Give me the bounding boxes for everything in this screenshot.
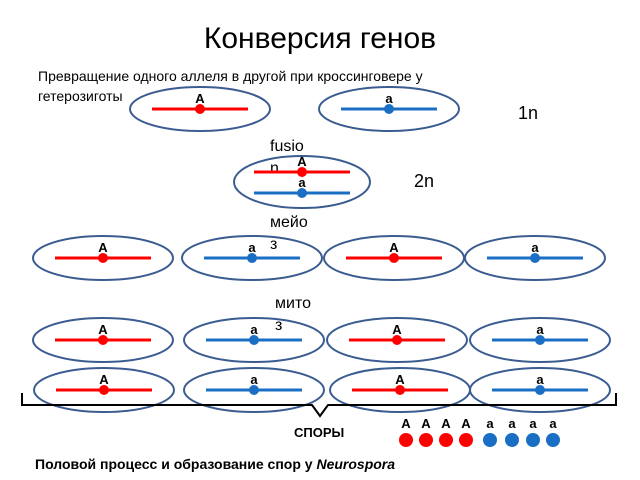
diploid-label: 2n xyxy=(414,171,435,191)
spore-dot xyxy=(419,433,433,447)
recessive-allele-dot xyxy=(297,188,307,198)
cell-ellipse xyxy=(181,235,323,281)
recessive-allele-dot xyxy=(249,385,259,395)
haploid-label: 1n xyxy=(518,103,539,123)
recessive-allele-label: a xyxy=(250,372,258,387)
recessive-allele-label: a xyxy=(250,322,258,337)
recessive-allele-label: a xyxy=(298,175,306,190)
recessive-allele-dot xyxy=(535,385,545,395)
recessive-allele-dot xyxy=(535,335,545,345)
spore-allele-label: A xyxy=(461,416,471,431)
dominant-allele-dot xyxy=(195,104,205,114)
cell-ellipse xyxy=(129,86,271,132)
cell-ellipse xyxy=(464,235,606,281)
spore-dot xyxy=(483,433,497,447)
subtitle: Превращение одного аллеля в другой при к… xyxy=(38,68,423,104)
cell-ellipse xyxy=(32,235,174,281)
spore-allele-label: A xyxy=(441,416,451,431)
spores-label: СПОРЫ xyxy=(294,425,345,440)
spore-allele-label: a xyxy=(508,416,516,431)
spore-dot xyxy=(459,433,473,447)
dominant-allele-dot xyxy=(395,385,405,395)
dominant-allele-dot xyxy=(98,335,108,345)
cell-ellipse xyxy=(469,367,611,413)
spore-dot xyxy=(505,433,519,447)
recessive-allele-label: a xyxy=(536,372,544,387)
diploid-cell-ellipse xyxy=(233,155,371,209)
spore-allele-label: a xyxy=(529,416,537,431)
dominant-allele-dot xyxy=(98,253,108,263)
cell-ellipse xyxy=(33,367,175,413)
dominant-allele-dot xyxy=(99,385,109,395)
dominant-allele-label: A xyxy=(99,372,109,387)
dominant-allele-label: A xyxy=(389,240,399,255)
recessive-allele-label: a xyxy=(385,91,393,106)
cell-ellipse xyxy=(183,317,325,363)
spore-dot xyxy=(399,433,413,447)
cell-ellipse xyxy=(183,367,325,413)
dominant-allele-label: A xyxy=(98,322,108,337)
spore-dot xyxy=(546,433,560,447)
page-title: Конверсия генов xyxy=(203,22,437,55)
dominant-allele-label: A xyxy=(195,91,205,106)
dominant-allele-dot xyxy=(389,253,399,263)
dominant-allele-label: A xyxy=(98,240,108,255)
dominant-allele-label: A xyxy=(395,372,405,387)
recessive-allele-label: a xyxy=(531,240,539,255)
recessive-allele-dot xyxy=(247,253,257,263)
cell-ellipse xyxy=(32,317,174,363)
dominant-allele-label: A xyxy=(392,322,402,337)
spore-dot xyxy=(526,433,540,447)
recessive-allele-label: a xyxy=(536,322,544,337)
dominant-allele-dot xyxy=(392,335,402,345)
cell-ellipse xyxy=(318,86,460,132)
recessive-allele-dot xyxy=(249,335,259,345)
cell-ellipse xyxy=(469,317,611,363)
recessive-allele-label: a xyxy=(248,240,256,255)
dominant-allele-label: A xyxy=(297,154,307,169)
mitosis-label: митоз xyxy=(275,295,311,334)
spore-allele-label: A xyxy=(421,416,431,431)
caption-organism: Neurospora xyxy=(316,456,396,472)
spore-allele-label: a xyxy=(549,416,557,431)
dominant-allele-dot xyxy=(297,167,307,177)
meiosis-label: мейоз xyxy=(270,214,308,253)
figure-caption: Половой процесс и образование спор у Neu… xyxy=(35,456,395,472)
caption-text: Половой процесс и образование спор у xyxy=(35,456,317,472)
recessive-allele-dot xyxy=(530,253,540,263)
cell-ellipse xyxy=(326,317,468,363)
fusion-label: fusion xyxy=(270,138,304,177)
spore-allele-label: a xyxy=(486,416,494,431)
recessive-allele-dot xyxy=(384,104,394,114)
spore-allele-label: A xyxy=(401,416,411,431)
spore-dot xyxy=(439,433,453,447)
ascus-bracket xyxy=(21,393,617,418)
